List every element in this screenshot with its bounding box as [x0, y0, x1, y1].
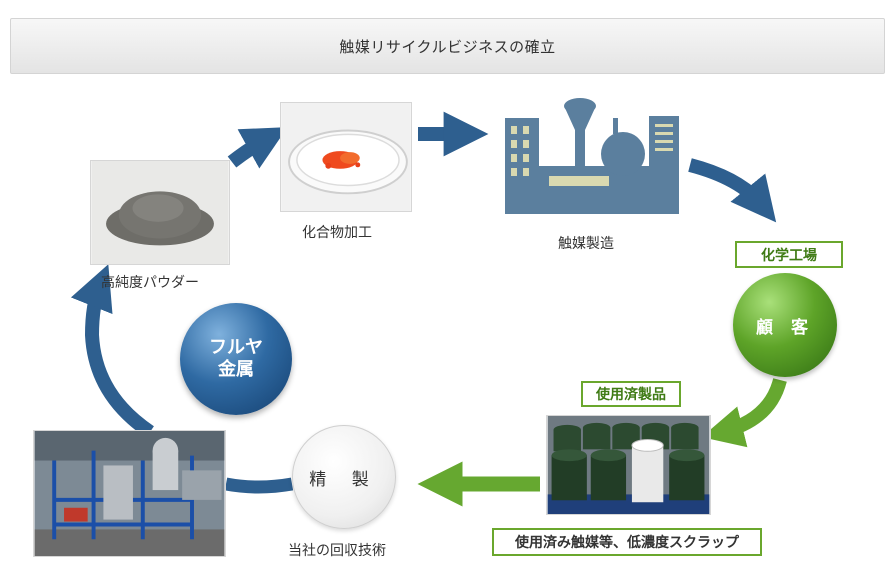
- recovery-caption: 当社の回収技術: [288, 543, 386, 559]
- company-name-line1: フルヤ: [209, 337, 263, 358]
- arrow-equipment-to-powder: [70, 264, 154, 438]
- company-name-line2: 金属: [218, 359, 254, 380]
- customer-label: 顧 客: [756, 317, 814, 338]
- arrow-powder-to-compound: [227, 127, 288, 169]
- arrow-factory-to-plant: [688, 158, 777, 223]
- drums-photo: [546, 415, 711, 515]
- refining-circle: 精 製: [292, 425, 396, 529]
- equipment-photo: [33, 430, 226, 557]
- refining-label: 精 製: [309, 469, 379, 490]
- company-circle: フルヤ 金属: [180, 303, 292, 415]
- arrow-refining-to-equipment: [224, 477, 294, 494]
- powder-photo: [90, 160, 230, 265]
- customer-circle: 顧 客: [733, 273, 837, 377]
- compound-caption: 化合物加工: [302, 225, 372, 241]
- chemical-plant-label: 化学工場: [735, 241, 843, 268]
- page-title: 触媒リサイクルビジネスの確立: [339, 37, 556, 56]
- compound-photo: [280, 102, 412, 212]
- arrow-customer-to-used: [701, 378, 787, 448]
- page-title-bar: 触媒リサイクルビジネスの確立: [10, 18, 885, 74]
- factory-icon: [505, 96, 683, 216]
- factory-caption: 触媒製造: [558, 236, 614, 252]
- scrap-label: 使用済み触媒等、低濃度スクラップ: [492, 528, 762, 556]
- powder-caption: 高純度パウダー: [101, 275, 199, 291]
- used-products-label: 使用済製品: [581, 381, 681, 407]
